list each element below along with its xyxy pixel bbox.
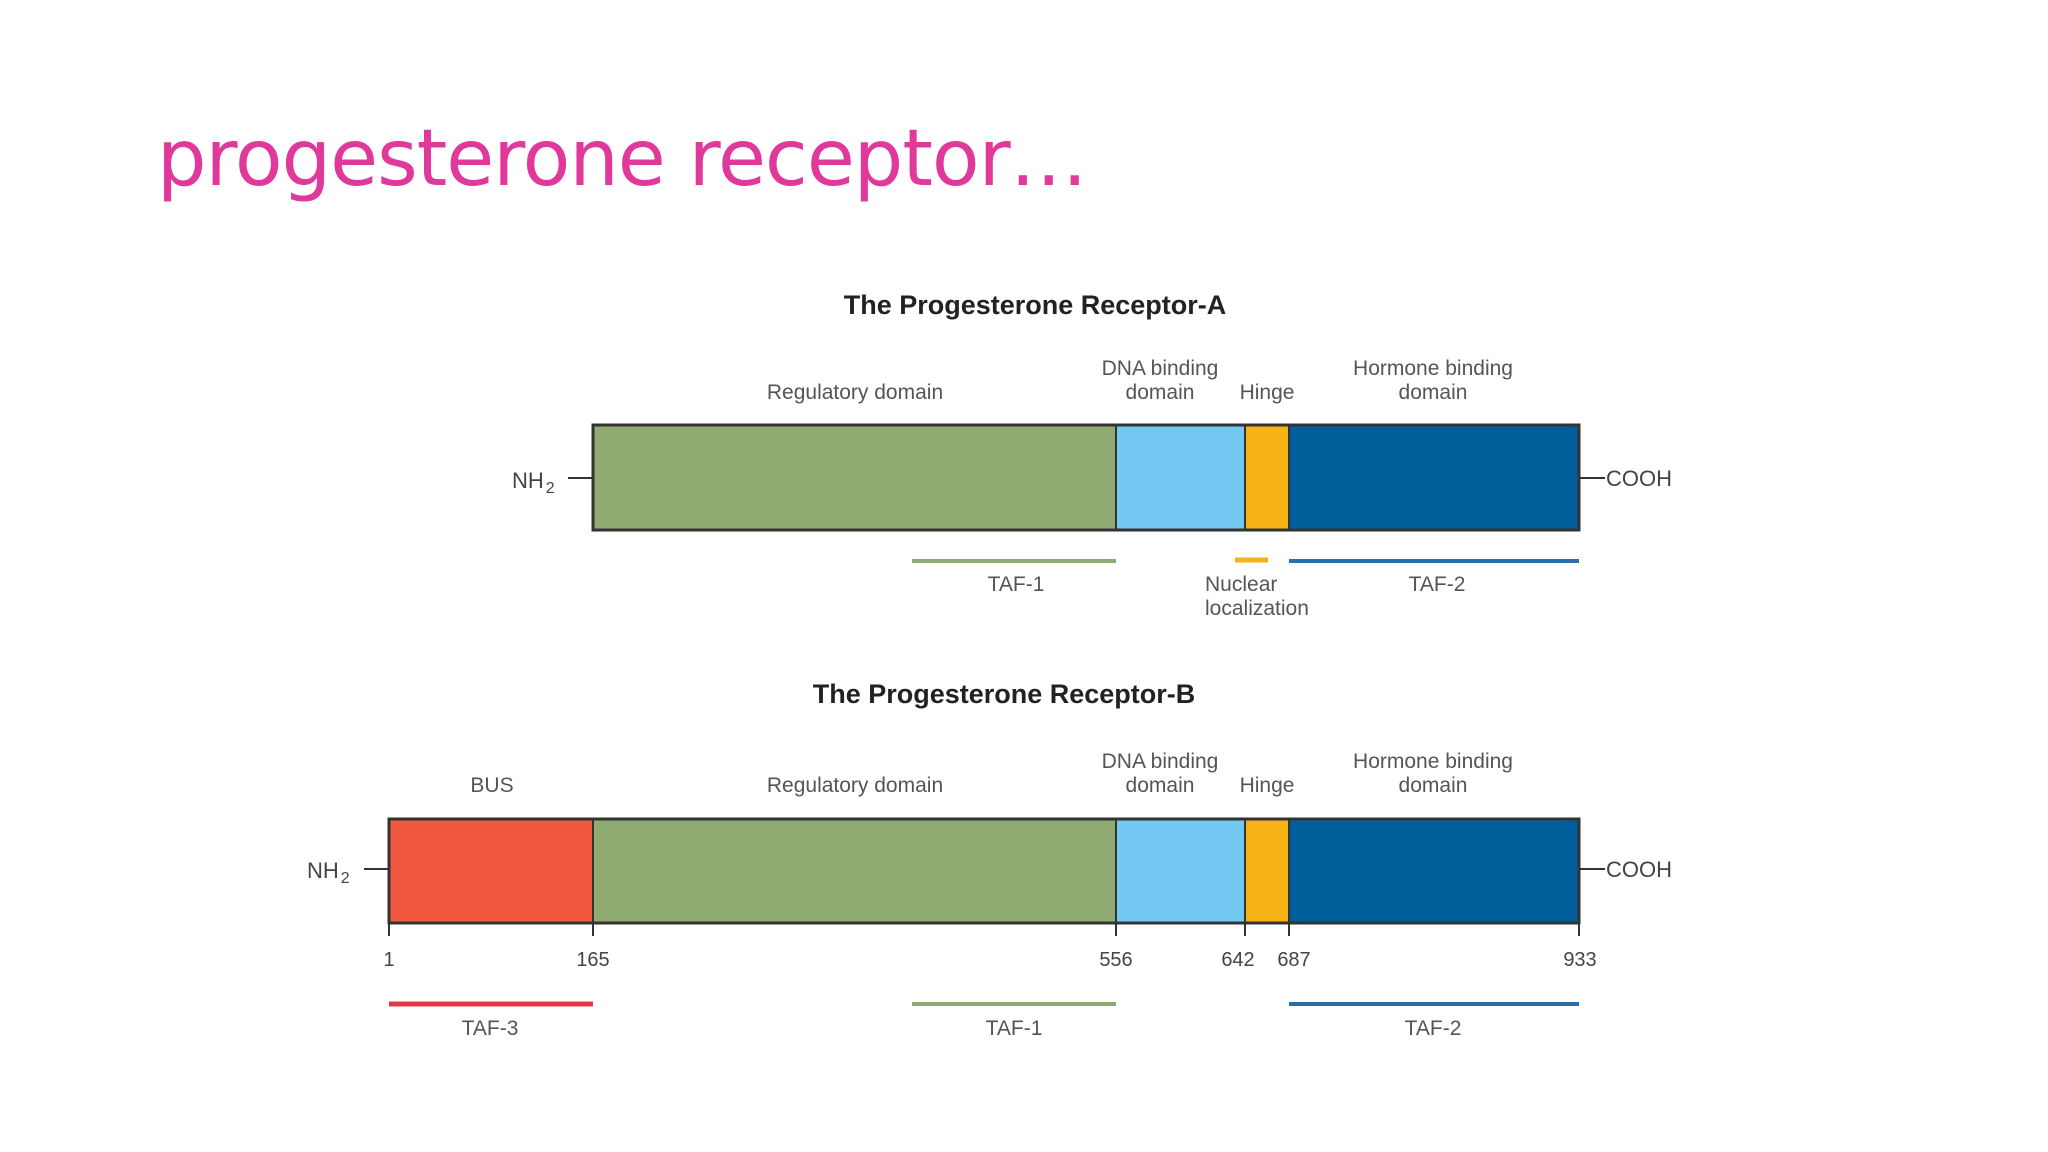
receptor-b-position-642: 642 [1221,949,1254,971]
receptor-b-label-hormone-binding-1: Hormone binding [1353,750,1513,773]
receptor-a-hormone-binding-domain [1288,424,1580,531]
receptor-b-taf1-label: TAF-1 [986,1017,1043,1040]
receptor-a-label-dna-binding-2: domain [1126,381,1195,404]
receptor-a-label-hormone-binding-1: Hormone binding [1353,357,1513,380]
receptor-b-title: The Progesterone Receptor-B [813,679,1196,709]
receptor-b-regulatory-domain [592,818,1117,924]
receptor-b-hormone-binding-domain [1288,818,1580,924]
receptor-b-bus-domain [388,818,594,924]
receptor-b-n-terminus-main: NH [307,858,339,883]
receptor-b-n-terminus-sub: 2 [341,870,350,887]
receptor-a-n-terminus-sub: 2 [546,480,555,497]
receptor-b-taf2-label: TAF-2 [1405,1017,1462,1040]
receptor-a-hinge-domain [1244,424,1290,531]
receptor-a-label-hormone-binding-2: domain [1399,381,1468,404]
receptor-a: The Progesterone Receptor-A Regulatory d… [512,290,1672,620]
receptor-b-position-165: 165 [576,949,609,971]
receptor-a-n-terminus-main: NH [512,468,544,493]
receptor-a-c-terminus: COOH [1606,466,1672,491]
receptor-a-label-dna-binding-1: DNA binding [1102,357,1219,380]
receptor-a-label-hinge: Hinge [1240,381,1295,404]
receptor-a-taf1-label: TAF-1 [988,573,1045,596]
receptor-b-position-556: 556 [1099,949,1132,971]
receptor-b-label-hinge: Hinge [1240,774,1295,797]
receptor-a-title: The Progesterone Receptor-A [844,290,1227,320]
receptor-b-bar-outline [387,817,1581,925]
receptor-b-label-dna-binding-1: DNA binding [1102,750,1219,773]
receptor-b-c-terminus: COOH [1606,857,1672,882]
receptor-b-label-regulatory: Regulatory domain [767,774,943,797]
receptor-a-regulatory-domain [592,424,1117,531]
receptor-b-label-hormone-binding-2: domain [1399,774,1468,797]
slide-title: progesterone receptor… [157,114,1088,204]
receptor-a-nuclear-label-2: localization [1205,597,1309,620]
receptor-b-position-1: 1 [383,949,394,971]
receptor-b-label-bus: BUS [470,774,513,797]
receptor-a-dna-binding-domain [1115,424,1246,531]
receptor-b-position-933: 933 [1563,949,1596,971]
receptor-b: The Progesterone Receptor-B BUS Regulato… [307,679,1672,1040]
receptor-a-taf2-label: TAF-2 [1409,573,1466,596]
receptor-a-nuclear-label-1: Nuclear [1205,573,1277,596]
receptor-a-label-regulatory: Regulatory domain [767,381,943,404]
receptor-b-taf3-label: TAF-3 [462,1017,519,1040]
receptor-b-hinge-domain [1244,818,1290,924]
receptor-b-dna-binding-domain [1115,818,1246,924]
receptor-b-position-687: 687 [1277,949,1310,971]
receptor-b-label-dna-binding-2: domain [1126,774,1195,797]
